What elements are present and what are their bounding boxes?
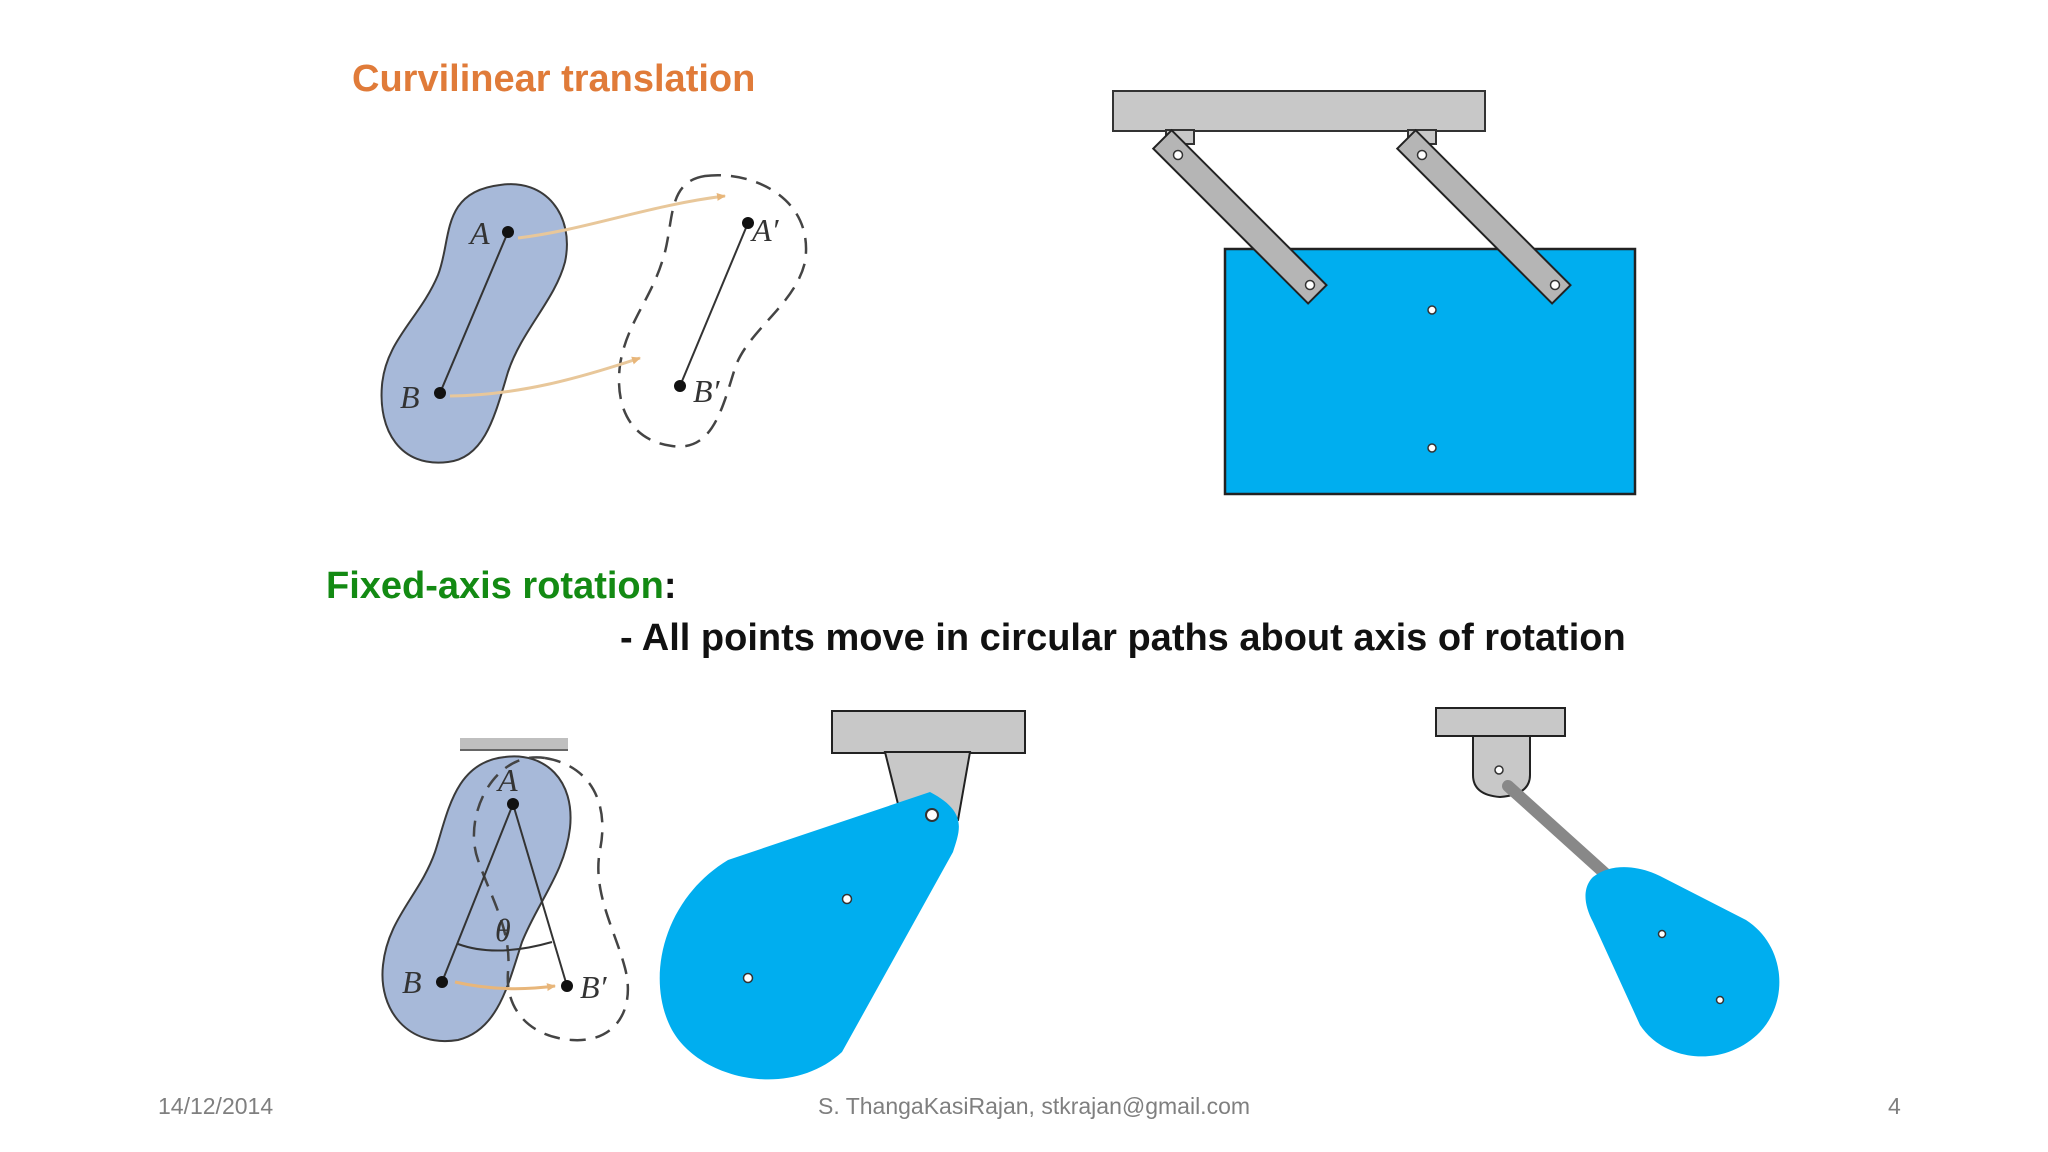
rotation-sketch: A θ B B′	[381, 738, 630, 1043]
pivot-pin	[1416, 149, 1428, 161]
fixed-axis-rotation-heading: Fixed-axis rotation:	[326, 565, 677, 608]
rod-pendulum-diagram	[1435, 707, 1780, 1057]
rod-pivot-pin	[1494, 765, 1504, 775]
body-reference-point	[841, 893, 853, 905]
linkage-ceiling-support	[1112, 90, 1486, 132]
translation-body-original	[380, 183, 568, 464]
pendulum-ceiling-support	[831, 710, 1026, 754]
rotation-fixed-support	[460, 738, 568, 750]
translation-sketch: A A′ B B′	[380, 173, 808, 464]
label-a-prime: A′	[750, 212, 780, 248]
translating-block	[1223, 247, 1637, 496]
curvilinear-translation-title: Curvilinear translation	[352, 58, 756, 100]
footer-page-number: 4	[1888, 1093, 1901, 1119]
point-a-prime	[742, 217, 754, 229]
rotation-body-original	[381, 755, 572, 1043]
block-reference-point	[1427, 305, 1437, 315]
rotation-body-rotated	[472, 756, 630, 1042]
segment-ab-prime	[679, 222, 749, 387]
linkage-arm-right	[1395, 128, 1572, 305]
path-b-to-b-prime	[449, 356, 641, 398]
label-a: A	[468, 215, 490, 251]
rotation-axis-pin	[925, 808, 939, 822]
angle-arc	[457, 941, 553, 952]
segment-ab	[439, 231, 509, 394]
point-b-prime-rotation	[561, 980, 573, 992]
parallel-linkage-diagram	[1112, 90, 1637, 496]
label-a-rotation: A	[496, 762, 518, 798]
footer-author: S. ThangaKasiRajan, stkrajan@gmail.com	[818, 1093, 1251, 1119]
rod-ceiling-support	[1435, 707, 1566, 737]
label-b-rotation: B	[402, 964, 422, 1000]
path-a-to-a-prime	[517, 192, 726, 240]
pivot-pin	[1172, 149, 1184, 161]
body-reference-point	[742, 972, 754, 984]
label-theta: θ	[495, 912, 511, 948]
bob-reference-point	[1657, 929, 1667, 939]
fixed-axis-colon: :	[663, 565, 677, 607]
rod-pendulum-bob	[1585, 867, 1780, 1057]
rotating-teardrop-body	[659, 792, 959, 1080]
point-b-rotation	[436, 976, 448, 988]
footer-date: 14/12/2014	[158, 1093, 274, 1119]
point-b-prime	[674, 380, 686, 392]
pivot-pin	[1549, 279, 1561, 291]
path-b-to-b-prime-arrow	[454, 980, 556, 992]
pendulum-rod	[1502, 780, 1616, 884]
segment-a-to-b-prime	[512, 803, 568, 987]
fixed-axis-rotation-title: Fixed-axis rotation	[326, 565, 664, 607]
bob-reference-point	[1715, 995, 1725, 1005]
point-a	[502, 226, 514, 238]
label-b-prime-rotation: B′	[580, 969, 608, 1005]
point-a-axis	[507, 798, 519, 810]
label-b: B	[400, 379, 420, 415]
translation-body-moved	[617, 173, 808, 448]
segment-a-to-b	[441, 803, 514, 983]
block-reference-point	[1427, 443, 1437, 453]
linkage-arm-left	[1151, 128, 1328, 305]
pivot-pin	[1304, 279, 1316, 291]
label-b-prime: B′	[693, 373, 721, 409]
circular-paths-note: - All points move in circular paths abou…	[620, 617, 1626, 659]
pendulum-body-diagram	[659, 710, 1026, 1080]
point-b	[434, 387, 446, 399]
